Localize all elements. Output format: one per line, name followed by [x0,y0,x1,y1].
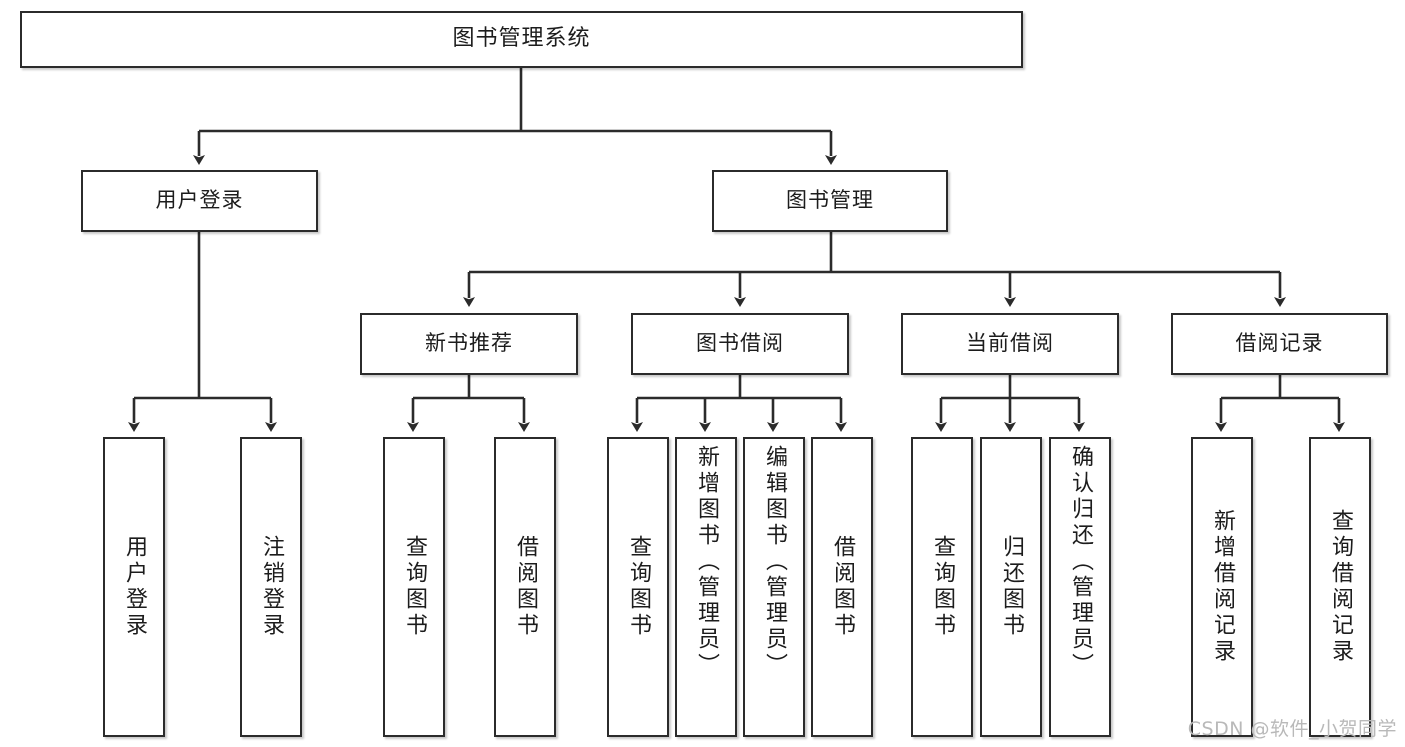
node-root-label: 图书管理系统 [452,26,591,52]
node-leaf-confirm-return-label: 确认归还（管理员） [1068,445,1093,679]
node-book-manage[interactable]: 图书管理 [712,170,948,232]
leaf-inner: 查询图书 [402,439,427,735]
leaf-inner: 归还图书 [999,439,1024,735]
node-leaf-query-book-3-label: 查询图书 [930,535,955,639]
node-book-borrow[interactable]: 图书借阅 [631,313,849,375]
node-leaf-query-record[interactable]: 查询借阅记录 [1309,437,1371,737]
node-leaf-query-book-2[interactable]: 查询图书 [607,437,669,737]
node-borrow-record-label: 借阅记录 [1235,331,1324,356]
node-leaf-user-logout[interactable]: 注销登录 [240,437,302,737]
leaf-inner: 查询图书 [930,439,955,735]
leaf-inner: 注销登录 [259,439,284,735]
leaf-inner: 借阅图书 [830,439,855,735]
node-leaf-edit-book[interactable]: 编辑图书（管理员） [743,437,805,737]
node-leaf-query-book-1[interactable]: 查询图书 [383,437,445,737]
leaf-inner: 编辑图书（管理员） [762,439,787,741]
node-root[interactable]: 图书管理系统 [20,11,1023,68]
node-leaf-borrow-book-2-label: 借阅图书 [830,535,855,639]
node-leaf-add-record-label: 新增借阅记录 [1210,509,1235,665]
node-leaf-edit-book-label: 编辑图书（管理员） [762,445,787,679]
node-leaf-return-book[interactable]: 归还图书 [980,437,1042,737]
node-leaf-confirm-return[interactable]: 确认归还（管理员） [1049,437,1111,737]
node-leaf-add-book-label: 新增图书（管理员） [694,445,719,679]
node-user-login[interactable]: 用户登录 [81,170,318,232]
node-leaf-add-record[interactable]: 新增借阅记录 [1191,437,1253,737]
node-new-book-recommend-label: 新书推荐 [425,331,513,356]
leaf-inner: 查询借阅记录 [1328,439,1353,735]
node-user-login-label: 用户登录 [155,188,244,213]
node-book-borrow-label: 图书借阅 [696,331,784,356]
node-new-book-recommend[interactable]: 新书推荐 [360,313,578,375]
leaf-inner: 借阅图书 [513,439,538,735]
node-leaf-user-login-label: 用户登录 [122,535,147,639]
node-leaf-borrow-book-2[interactable]: 借阅图书 [811,437,873,737]
node-leaf-query-book-1-label: 查询图书 [402,535,427,639]
node-leaf-borrow-book-1[interactable]: 借阅图书 [494,437,556,737]
leaf-inner: 新增图书（管理员） [694,439,719,741]
node-leaf-return-book-label: 归还图书 [999,535,1024,639]
watermark: CSDN @软件_小贺同学 [1187,718,1397,740]
node-current-borrow-label: 当前借阅 [966,331,1054,356]
leaf-inner: 确认归还（管理员） [1068,439,1093,741]
leaf-inner: 新增借阅记录 [1210,439,1235,735]
node-borrow-record[interactable]: 借阅记录 [1171,313,1388,375]
node-leaf-query-book-3[interactable]: 查询图书 [911,437,973,737]
node-leaf-borrow-book-1-label: 借阅图书 [513,535,538,639]
node-leaf-query-record-label: 查询借阅记录 [1328,509,1353,665]
node-book-manage-label: 图书管理 [786,188,874,213]
node-leaf-query-book-2-label: 查询图书 [626,535,651,639]
node-current-borrow[interactable]: 当前借阅 [901,313,1119,375]
node-leaf-user-login[interactable]: 用户登录 [103,437,165,737]
node-leaf-user-logout-label: 注销登录 [259,535,284,639]
node-leaf-add-book[interactable]: 新增图书（管理员） [675,437,737,737]
leaf-inner: 用户登录 [122,439,147,735]
leaf-inner: 查询图书 [626,439,651,735]
